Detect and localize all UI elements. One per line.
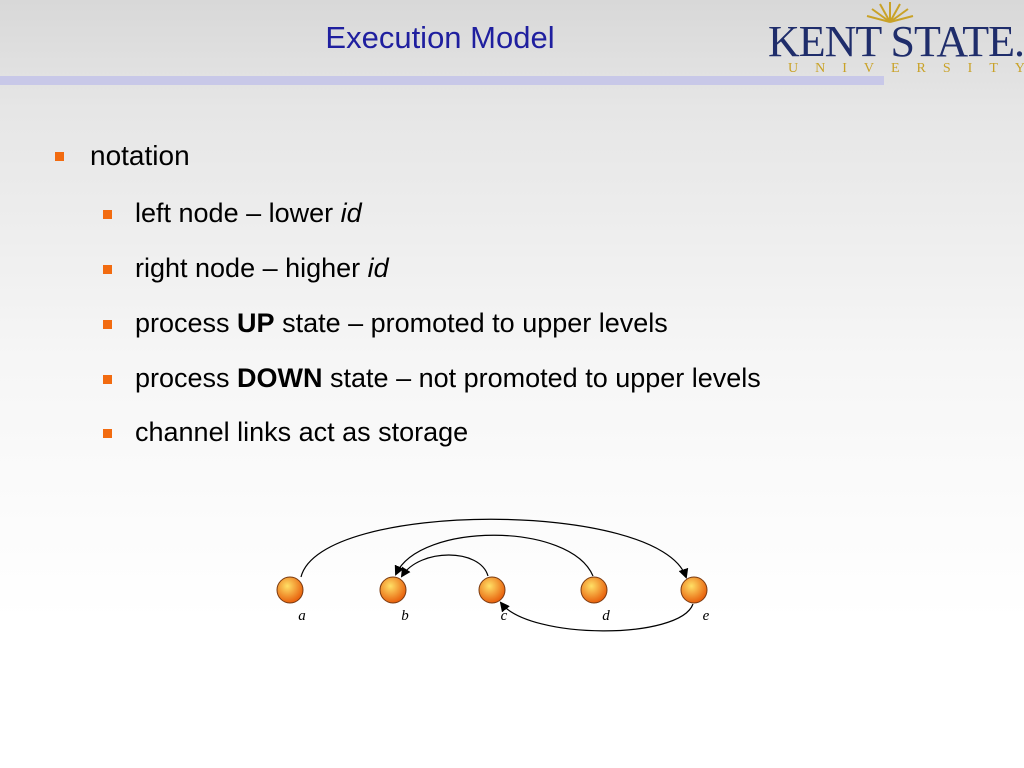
sun-rays-icon — [866, 2, 914, 23]
title-underline-bar — [0, 76, 884, 85]
bullet-strong: DOWN — [237, 363, 323, 393]
square-bullet-icon — [103, 265, 112, 274]
bullet-text: state – not promoted to upper levels — [322, 363, 761, 393]
node-a — [276, 576, 304, 604]
square-bullet-icon — [55, 152, 64, 161]
link-d-b — [394, 534, 594, 577]
node-e — [680, 576, 708, 604]
university-logo: KENT STATE. UNIVERSITY — [760, 0, 1024, 82]
bullet-text: process — [135, 308, 238, 338]
link-c-b — [400, 554, 489, 578]
square-bullet-icon — [103, 429, 112, 438]
bullet-emphasis: id — [340, 198, 362, 228]
node-label-b: b — [401, 608, 409, 624]
bullet-text: notation — [90, 140, 190, 171]
node-c — [478, 576, 506, 604]
bullet-text: state – promoted to upper levels — [274, 308, 668, 338]
logo-wordmark: KENT STATE. — [768, 17, 1024, 66]
node-label-c: c — [501, 608, 508, 624]
node-d — [580, 576, 608, 604]
bullet-text: left node – lower — [135, 198, 341, 228]
square-bullet-icon — [103, 375, 112, 384]
node-label-e: e — [703, 608, 710, 624]
bullet-text: process — [135, 363, 238, 393]
bullet-strong: UP — [237, 308, 275, 338]
slide-title: Execution Model — [325, 20, 555, 55]
bullet-text: channel links act as storage — [135, 417, 469, 447]
node-b — [379, 576, 407, 604]
link-e-c — [499, 601, 694, 632]
sub-bullet-item: left node – lower id — [103, 198, 362, 229]
sub-bullet-item: process UP state – promoted to upper lev… — [103, 308, 668, 339]
node-label-a: a — [298, 608, 306, 624]
bullet-emphasis: id — [367, 253, 389, 283]
sub-bullet-item: channel links act as storage — [103, 417, 468, 448]
square-bullet-icon — [103, 210, 112, 219]
sub-bullet-item: right node – higher id — [103, 253, 389, 284]
logo-subtitle: UNIVERSITY — [788, 61, 1024, 76]
node-label-d: d — [602, 608, 610, 624]
bullet-text: right node – higher — [135, 253, 368, 283]
link-a-e — [300, 518, 689, 579]
bullet-item-notation: notation — [55, 140, 190, 172]
sub-bullet-item: process DOWN state – not promoted to upp… — [103, 363, 761, 394]
square-bullet-icon — [103, 320, 112, 329]
